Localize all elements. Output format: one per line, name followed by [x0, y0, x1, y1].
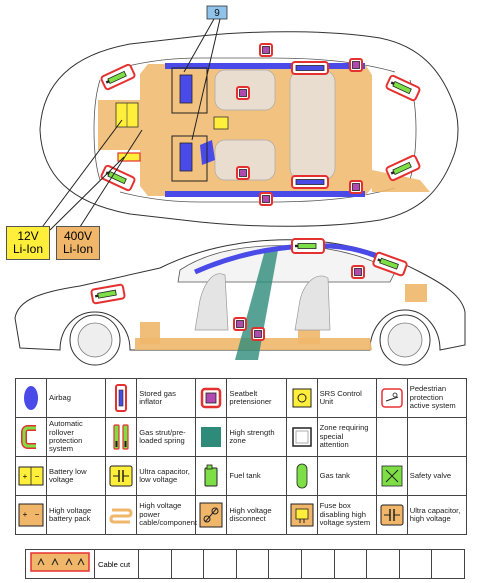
safety-valve-icon	[375, 456, 408, 496]
high-voltage-battery-icon: +−	[15, 495, 47, 535]
cut-cell	[300, 549, 335, 579]
legend-label: Safety valve	[406, 456, 468, 496]
svg-text:+: +	[23, 510, 28, 519]
legend-label: Fuse box disabling high voltage system	[316, 495, 377, 535]
high-strength-zone-icon	[195, 417, 228, 457]
high-voltage-cable-icon	[105, 495, 138, 535]
svg-text:−: −	[35, 510, 40, 519]
callout-9-box	[206, 5, 228, 20]
special-attention-zone-icon	[285, 417, 318, 457]
low-voltage-battery-icon: +−	[15, 456, 47, 496]
legend-label: Seatbelt pretensioner	[226, 378, 287, 418]
ultracapacitor-low-voltage-icon	[105, 456, 138, 496]
legend-label: Ultra capacitor, high voltage	[406, 495, 468, 535]
rollover-protection-icon	[15, 417, 47, 457]
legend-label: High voltage disconnect	[226, 495, 287, 535]
cut-cell	[170, 549, 205, 579]
legend-label: Pedestrian protection active system	[406, 378, 468, 418]
battery-leaders	[39, 119, 143, 231]
car-rescue-diagram: 9	[14, 5, 466, 366]
legend-empty-symbol	[375, 417, 408, 457]
legend-table: Airbag Stored gas inflator Seatbelt pret…	[15, 378, 468, 535]
car-side-view	[14, 238, 466, 366]
callout-9-leaders	[183, 18, 221, 141]
high-voltage-disconnect-icon	[195, 495, 228, 535]
legend-empty-label	[406, 417, 468, 457]
srs-control-unit-icon	[285, 378, 318, 418]
fuse-box-icon	[285, 495, 318, 535]
callout-9-label: 9	[214, 8, 220, 19]
legend-label: SRS Control Unit	[316, 378, 377, 418]
cut-cell	[333, 549, 368, 579]
legend-label: High strength zone	[226, 417, 287, 457]
legend-label: Fuel tank	[226, 456, 287, 496]
cut-cell	[268, 549, 302, 579]
legend-label: Battery low voltage	[45, 456, 107, 496]
cut-cell	[366, 549, 400, 579]
cable-cut-label: Cable cut	[94, 549, 139, 579]
svg-text:+: +	[23, 472, 28, 481]
seatbelt-pretensioner-icon	[195, 378, 228, 418]
high-strength-pillar	[235, 250, 278, 360]
cut-cell	[398, 549, 433, 579]
gas-tank-icon	[285, 456, 318, 496]
legend-label: High voltage power cable/component	[136, 495, 197, 535]
legend-label: Gas tank	[316, 456, 377, 496]
cable-cut-icon	[25, 549, 95, 579]
cut-cell	[431, 549, 465, 579]
legend-label: Stored gas inflator	[136, 378, 197, 418]
car-top-view	[39, 31, 459, 227]
legend-label: Gas strut/pre-loaded spring	[136, 417, 197, 457]
legend-label: Airbag	[45, 378, 107, 418]
cut-cell	[203, 549, 237, 579]
cable-cut-table: Cable cut	[25, 549, 465, 579]
legend-label: Zone requiring special attention	[316, 417, 377, 457]
legend-label: Automatic rollover protection system	[45, 417, 107, 457]
ultracapacitor-high-voltage-icon	[375, 495, 408, 535]
pedestrian-protection-icon	[375, 378, 408, 418]
airbag-icon	[15, 378, 47, 418]
cut-cell	[138, 549, 172, 579]
gas-strut-spring-icon	[105, 417, 138, 457]
fuel-tank-icon	[195, 456, 228, 496]
stored-gas-inflator-icon	[105, 378, 138, 418]
legend-label: Ultra capacitor, low voltage	[136, 456, 197, 496]
legend-label: High voltage battery pack	[45, 495, 107, 535]
svg-text:−: −	[35, 472, 40, 481]
cut-cell	[235, 549, 270, 579]
